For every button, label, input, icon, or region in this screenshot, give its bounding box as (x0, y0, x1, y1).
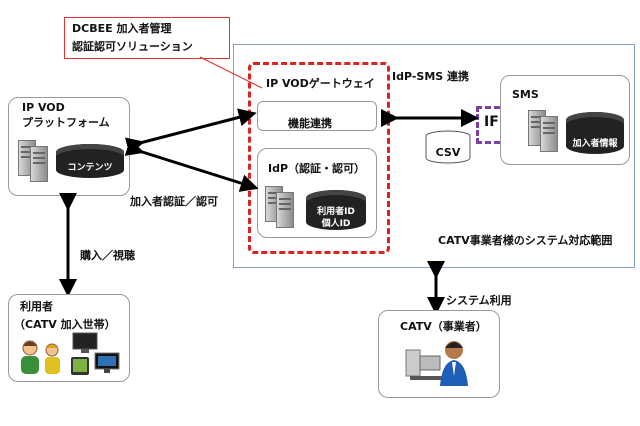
pc-monitor-icon (72, 332, 98, 354)
idp-sms-link-label: IdP-SMS 連携 (392, 70, 470, 83)
server-icon (30, 146, 48, 182)
catv-operator-box (378, 310, 500, 398)
callout-line2: 認証認可ソリューション (72, 40, 193, 53)
arrow-vod-gateway (125, 108, 257, 155)
interface-label: IF (484, 114, 499, 130)
family-icon (18, 338, 78, 376)
catv-operator-label: CATV（事業者） (400, 320, 487, 333)
ipvod-subtitle: プラットフォーム (22, 116, 110, 129)
tablet-icon (70, 356, 90, 376)
auth-label: 加入者認証／認可 (130, 195, 218, 208)
catv-scope-label: CATV事業者様のシステム対応範囲 (438, 234, 613, 247)
operator-person-icon (404, 336, 474, 392)
contents-label: コンテンツ (67, 163, 113, 173)
function-link-box (257, 101, 377, 131)
user-subtitle: （CATV 加入世帯） (14, 318, 116, 331)
subscriber-database-icon: 加入者情報 (566, 112, 624, 154)
gateway-title: IP VODゲートウェイ (266, 77, 375, 90)
contents-database-icon: コンテンツ (56, 144, 124, 178)
server-icon (540, 116, 558, 152)
user-title: 利用者 (20, 300, 53, 313)
csv-label: CSV (435, 146, 461, 159)
csv-file-icon: CSV (424, 130, 472, 164)
server-icon (276, 192, 294, 228)
function-link-label: 機能連携 (288, 117, 332, 130)
purchase-label: 購入／視聴 (80, 249, 135, 262)
callout-line1: DCBEE 加入者管理 (72, 22, 172, 35)
system-use-label: システム利用 (446, 294, 512, 307)
subscriber-info-label: 加入者情報 (572, 139, 618, 149)
ipvod-title: IP VOD (22, 101, 65, 114)
idp-title: IdP（認証・認可） (268, 162, 366, 175)
personal-id-label: 個人ID (321, 219, 351, 229)
user-id-label: 利用者ID (317, 207, 355, 217)
arrow-vod-idp (124, 138, 259, 192)
user-id-database-icon: 利用者ID 個人ID (306, 190, 366, 230)
tv-icon (94, 352, 120, 374)
callout-box (64, 17, 230, 59)
sms-title: SMS (512, 88, 539, 101)
